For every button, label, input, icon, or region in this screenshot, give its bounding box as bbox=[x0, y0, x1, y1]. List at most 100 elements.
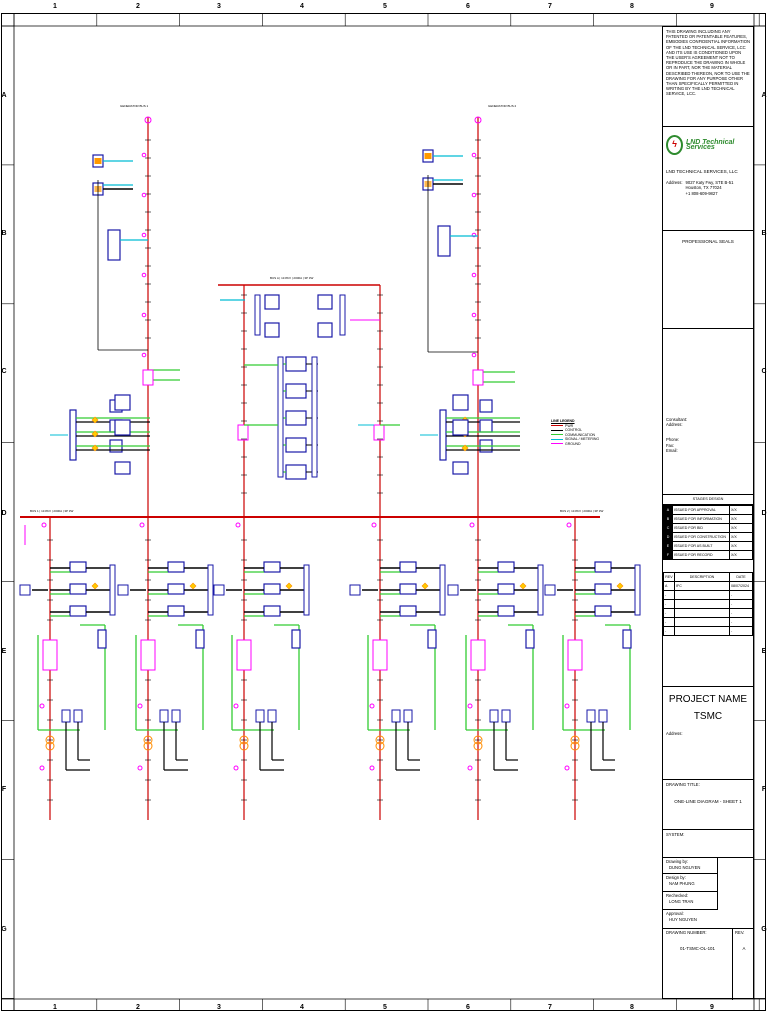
aux-box bbox=[501, 709, 511, 723]
approval-label: Approval: bbox=[666, 911, 684, 916]
ct-symbol bbox=[566, 522, 572, 528]
relay-panel bbox=[69, 605, 87, 617]
relay-panel bbox=[285, 410, 307, 426]
ct-symbol bbox=[39, 703, 45, 709]
ct-box bbox=[372, 639, 388, 671]
ct-box bbox=[236, 639, 252, 671]
ct-box bbox=[373, 424, 385, 441]
aux-box bbox=[598, 709, 608, 723]
ct-box bbox=[42, 639, 58, 671]
consultant-label: Consultant: bbox=[666, 417, 688, 422]
approval-by: HUY NGUYEN bbox=[669, 917, 697, 923]
bus-box bbox=[339, 294, 346, 336]
drawn-by-section: Drawing by: DUNG NGUYEN bbox=[663, 858, 717, 874]
company-section: ϟ LND Technical Services LND TECHNICAL S… bbox=[663, 127, 753, 231]
relay-diamond bbox=[91, 416, 99, 424]
company-name: LND TECHNICAL SERVICES, LLC bbox=[666, 169, 738, 174]
zone-col-label: 7 bbox=[548, 1004, 552, 1011]
project-section: PROJECT NAME TSMC Address: bbox=[663, 687, 753, 780]
relay-diamond bbox=[461, 444, 469, 452]
transformer-coil bbox=[570, 741, 580, 751]
relay-panel bbox=[452, 419, 469, 436]
checked-by: LONG TRAN bbox=[669, 899, 694, 905]
ct-symbol bbox=[471, 232, 477, 238]
relay-panel bbox=[263, 583, 281, 595]
zone-col-label: 9 bbox=[710, 3, 714, 10]
project-name-label: PROJECT NAME bbox=[668, 694, 748, 705]
address-line: 9027 Katy Fwy, STE B-51 bbox=[685, 180, 734, 186]
consultant-address-label: Address: bbox=[666, 422, 683, 428]
legend-item: COMMUNICATION bbox=[551, 433, 599, 438]
panel bbox=[264, 294, 280, 310]
panel bbox=[264, 322, 280, 338]
zone-row-label: E bbox=[1, 648, 7, 655]
revision-row: -- bbox=[663, 617, 753, 628]
zone-col-label: 8 bbox=[630, 3, 634, 10]
ct-symbol bbox=[141, 192, 147, 198]
relay-panel bbox=[167, 561, 185, 573]
aux-box bbox=[73, 709, 83, 723]
transformer-coil bbox=[375, 735, 385, 745]
relay-diamond bbox=[616, 582, 624, 590]
aux-box bbox=[159, 709, 169, 723]
project-name: TSMC bbox=[693, 711, 723, 723]
relay-panel bbox=[479, 399, 493, 413]
zone-col-label: 6 bbox=[466, 3, 470, 10]
relay-panel bbox=[594, 605, 612, 617]
bus-box bbox=[303, 564, 310, 616]
relay-panel bbox=[285, 383, 307, 399]
relay-panel bbox=[117, 584, 129, 596]
legend-item: GROUND bbox=[551, 442, 599, 447]
zone-col-label: 1 bbox=[53, 1004, 57, 1011]
legend-title: LINE LEGEND bbox=[551, 419, 575, 423]
relay-panel bbox=[69, 561, 87, 573]
relay-panel bbox=[349, 584, 361, 596]
checked-section: Rechecked: LONG TRAN bbox=[663, 892, 717, 910]
transformer-coil bbox=[239, 741, 249, 751]
zone-col-label: 6 bbox=[466, 1004, 470, 1011]
bus-label-top-left: GENERATOR BUS 1 bbox=[120, 104, 149, 108]
ct-symbol bbox=[469, 522, 475, 528]
address-line: +1 808-609-9827 bbox=[685, 190, 718, 196]
meter-box bbox=[195, 629, 205, 649]
relay-panel bbox=[399, 561, 417, 573]
design-by: NAM PHUNG bbox=[669, 881, 695, 887]
relay-panel bbox=[285, 437, 307, 453]
transformer-coil bbox=[570, 735, 580, 745]
transformer-coil bbox=[239, 735, 249, 745]
bus-box bbox=[109, 564, 116, 616]
zone-col-label: 3 bbox=[217, 1004, 221, 1011]
ct-box bbox=[567, 639, 583, 671]
ct-symbol bbox=[471, 152, 477, 158]
relay-panel bbox=[69, 583, 87, 595]
drawing-title: ONE-LINE DIAGRAM - SHEET 1 bbox=[674, 799, 742, 805]
drawing-number-section: DRAWING NUMBER: 01-TSMC-OL-101 bbox=[663, 929, 733, 1000]
relay-panel bbox=[452, 461, 469, 475]
panel bbox=[317, 294, 333, 310]
bus-box bbox=[69, 409, 77, 461]
phone-label: Phone: bbox=[666, 437, 680, 443]
relay-panel bbox=[497, 583, 515, 595]
relay-panel bbox=[285, 464, 307, 480]
meter-box bbox=[291, 629, 301, 649]
relay-panel bbox=[544, 584, 556, 596]
zone-row-label: G bbox=[1, 926, 7, 933]
rev-value: A bbox=[742, 946, 746, 952]
panel bbox=[317, 322, 333, 338]
bus-box bbox=[277, 356, 284, 478]
relay-panel bbox=[19, 584, 31, 596]
drawn-by: DUNG NGUYEN bbox=[669, 865, 701, 871]
relay-diamond bbox=[91, 444, 99, 452]
bus-box bbox=[254, 294, 261, 336]
ct-symbol bbox=[141, 352, 147, 358]
relay-panel bbox=[497, 561, 515, 573]
bus-box bbox=[207, 564, 214, 616]
ct-symbol bbox=[141, 272, 147, 278]
bus-box bbox=[311, 356, 318, 478]
ct-symbol bbox=[141, 312, 147, 318]
relay-panel bbox=[114, 394, 131, 411]
bus-box bbox=[634, 564, 641, 616]
